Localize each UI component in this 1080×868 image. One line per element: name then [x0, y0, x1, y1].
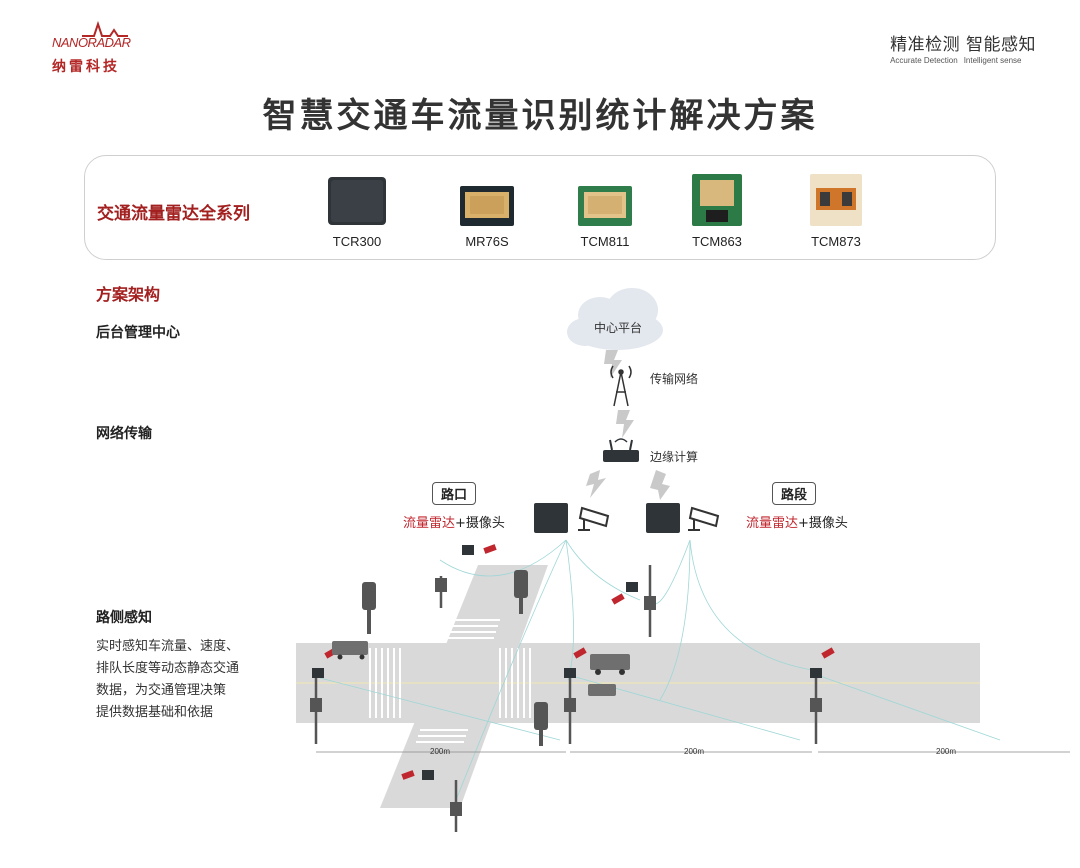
series-title: 交通流量雷达全系列: [97, 204, 250, 224]
product-label: TCR300: [332, 234, 382, 249]
desc-line: 提供数据基础和依据: [96, 705, 214, 720]
desc-line: 数据，为交通管理决策: [96, 683, 227, 698]
product-tcr300: TCR300: [307, 176, 407, 249]
layer-roadside-label: 路侧感知: [96, 610, 152, 626]
desc-line: 实时感知车流量、速度、: [96, 639, 240, 654]
dark-radar-housing-icon: [328, 177, 386, 225]
product-label: MR76S: [465, 234, 509, 249]
product-mr76s: MR76S: [437, 186, 537, 249]
combo-plus-text: +摄像头: [798, 516, 848, 531]
vehicle-icons: [332, 641, 630, 696]
edge-router-icon: [603, 438, 639, 462]
slogan-en: Accurate Detection Intelligent sense: [890, 56, 1036, 65]
layer-network-label: 网络传输: [96, 426, 152, 442]
green-pcb-module-icon: [578, 186, 632, 226]
radar-device-icon: [534, 503, 568, 533]
combo-red-text: 流量雷达: [403, 516, 456, 531]
slogan-cn: 精准检测 智能感知: [890, 35, 1036, 55]
gold-pcb-module-icon: [460, 186, 514, 226]
transmission-network-label: 传输网络: [650, 372, 699, 386]
logo-text-cn: 纳雷科技: [52, 59, 120, 75]
intersection-combo-label: 流量雷达+摄像头: [403, 512, 505, 531]
distance-label: 200m: [430, 747, 451, 756]
product-tcm863: TCM863: [667, 174, 767, 249]
distance-label: 200m: [684, 747, 705, 756]
slogan-en-1: Accurate Detection: [890, 56, 958, 65]
company-logo: NANORADAR 纳雷科技: [52, 20, 162, 80]
edge-computing-label: 边缘计算: [650, 450, 699, 464]
logo-text-en: NANORADAR: [52, 35, 131, 50]
roadside-description: 实时感知车流量、速度、 排队长度等动态静态交通 数据，为交通管理决策 提供数据基…: [96, 636, 276, 724]
cloud-icon: [567, 288, 663, 350]
camera-icon: [578, 506, 610, 531]
desc-line: 排队长度等动态静态交通: [96, 661, 240, 676]
layer-backend-label: 后台管理中心: [96, 325, 180, 341]
architecture-title: 方案架构: [96, 285, 161, 304]
product-label: TCM863: [692, 234, 742, 249]
intersection-tag: 路口: [432, 482, 477, 505]
distance-label: 200m: [936, 747, 957, 756]
radar-device-icon: [646, 503, 680, 533]
green-square-pcb-icon: [692, 174, 742, 226]
road-network: [296, 565, 980, 808]
combo-red-text: 流量雷达: [746, 516, 799, 531]
antenna-tower-icon: [610, 365, 632, 407]
combo-plus-text: +摄像头: [455, 516, 505, 531]
wave-logo-icon: [82, 20, 128, 37]
road-segment-tag: 路段: [772, 482, 817, 505]
cloud-platform-label: 中心平台: [594, 321, 643, 335]
camera-icon: [688, 506, 720, 531]
signal-lightning-icon: [586, 350, 670, 500]
product-tcm811: TCM811: [555, 186, 655, 249]
segment-combo-label: 流量雷达+摄像头: [746, 512, 848, 531]
traffic-light-icon: [362, 570, 548, 746]
slogan: 精准检测 智能感知 Accurate Detection Intelligent …: [890, 30, 1036, 65]
sensor-poles: [310, 545, 822, 832]
product-label: TCM811: [580, 234, 630, 249]
page-title: 智慧交通车流量识别统计解决方案: [262, 96, 818, 136]
slogan-en-2: Intelligent sense: [963, 56, 1022, 65]
product-series-panel: [84, 155, 996, 260]
product-tcm873: TCM873: [786, 174, 886, 249]
orange-pcb-board-icon: [810, 174, 862, 226]
product-label: TCM873: [811, 234, 861, 249]
